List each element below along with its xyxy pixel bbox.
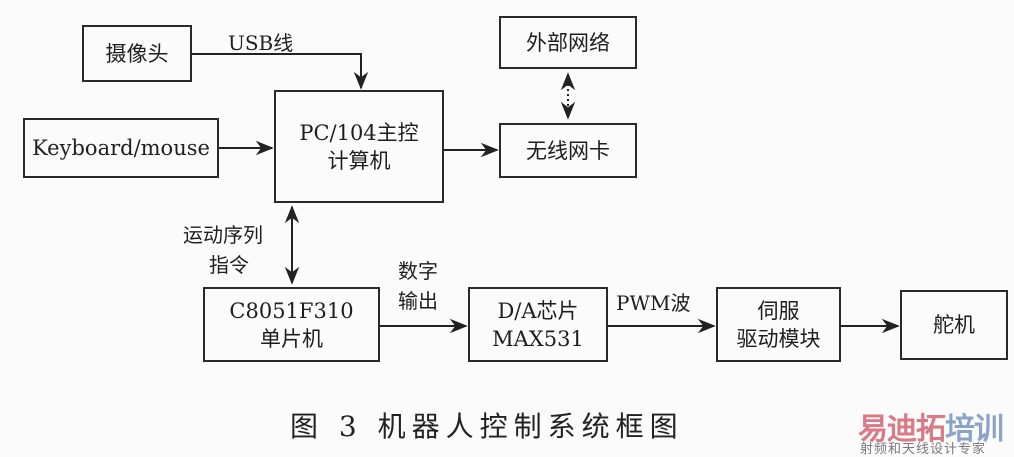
node-pc104-label-1: PC/104主控 [299, 120, 419, 145]
node-dac: D/A芯片 MAX531 [468, 287, 608, 362]
node-wireless-card-label: 无线网卡 [526, 138, 610, 163]
node-external-network-label: 外部网络 [526, 30, 610, 55]
node-camera-label: 摄像头 [105, 41, 169, 66]
node-servo-driver: 伺服 驱动模块 [716, 287, 841, 362]
edge-label-digital-2: 输出 [398, 289, 438, 313]
node-mcu-label-1: C8051F310 [229, 298, 354, 323]
node-external-network: 外部网络 [499, 16, 637, 69]
watermark-part1: 易迪拓 [858, 412, 946, 447]
node-keyboard-mouse: Keyboard/mouse [23, 118, 219, 178]
node-mcu: C8051F310 单片机 [203, 287, 380, 362]
node-servo: 舵机 [900, 290, 1008, 360]
node-keyboard-label: Keyboard/mouse [32, 136, 210, 160]
edge-label-motion-1: 运动序列 [183, 223, 263, 247]
node-pc104-label-2: 计算机 [327, 148, 391, 173]
watermark-part2: 培训 [945, 412, 1004, 447]
node-dac-label-2: MAX531 [492, 326, 584, 351]
node-pc104: PC/104主控 计算机 [274, 90, 444, 203]
edge-label-pwm: PWM波 [616, 291, 691, 315]
edge-label-usb: USB线 [228, 31, 294, 55]
node-dac-label-1: D/A芯片 [497, 298, 579, 323]
edge-label-motion-2: 指令 [209, 253, 249, 277]
watermark-logo: 易迪拓培训 [858, 404, 1004, 448]
node-servo-driver-label-2: 驱动模块 [736, 326, 821, 351]
edge-label-digital-1: 数字 [398, 259, 438, 283]
node-camera: 摄像头 [82, 25, 192, 82]
node-mcu-label-2: 单片机 [260, 326, 323, 351]
watermark-subtitle: 射频和天线设计专家 [860, 442, 987, 457]
node-servo-driver-label-1: 伺服 [757, 298, 800, 323]
node-wireless-card: 无线网卡 [499, 123, 637, 178]
edge-camera-to-pc104 [192, 53, 369, 90]
node-servo-label: 舵机 [933, 313, 975, 337]
figure-caption: 图 3 机器人控制系统框图 [290, 410, 684, 443]
